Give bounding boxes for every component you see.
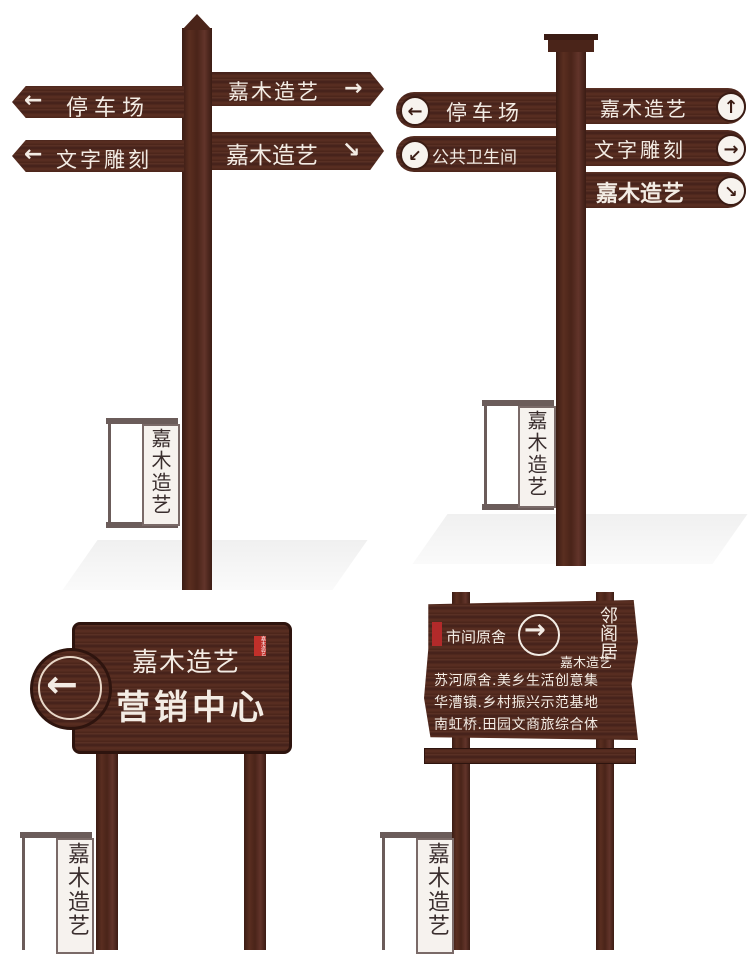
logo-text: 嘉木造艺 (524, 410, 548, 498)
logo-text: 嘉木造艺 (64, 842, 89, 938)
post-right (244, 745, 266, 950)
sign-subtitle: 嘉木造艺 (560, 656, 613, 671)
logo-text: 嘉木造艺 (424, 842, 449, 938)
arrow-left-icon: ← (46, 662, 78, 706)
post-cap (182, 14, 212, 30)
ground-shadow (62, 540, 368, 590)
sign-label-brand: 嘉木造艺 (228, 80, 320, 104)
post-left (96, 745, 118, 950)
sign-label-brand-2: 嘉木造艺 (226, 143, 318, 169)
arrow-disc (518, 614, 560, 656)
sign-label-brand-2: 嘉木造艺 (596, 181, 685, 207)
crossbar (424, 748, 636, 764)
info-line-2: 华漕镇.乡村振兴示范基地 (434, 695, 599, 711)
sign-label-parking: 停车场 (66, 96, 151, 121)
sign-label-parking: 停车场 (446, 101, 524, 125)
logo-stand: 嘉木造艺 (20, 828, 96, 954)
arrow-right-icon: → (716, 134, 746, 164)
sign-label-restroom: 公共卫生间 (432, 148, 517, 168)
logo-stand: 嘉木造艺 (106, 414, 182, 532)
post-cap (548, 38, 594, 52)
sign-right-top (212, 72, 384, 106)
logo-stand: 嘉木造艺 (380, 828, 456, 954)
post (556, 52, 586, 566)
info-line-3: 南虹桥.田园文商旅综合体 (434, 717, 599, 733)
arrow-up-icon: ↑ (716, 92, 746, 122)
logo-text: 嘉木造艺 (148, 428, 172, 516)
sign-left-top (12, 86, 184, 118)
sign-brand-line: 嘉木造艺 (132, 648, 241, 678)
sign-label-carving: 文字雕刻 (56, 148, 152, 172)
arrow-diagonal-icon: ↘ (342, 138, 361, 163)
red-seal: 嘉木造艺 (254, 636, 266, 656)
post (182, 28, 212, 590)
info-line-1: 苏河原舍.美乡生活创意集 (434, 673, 599, 689)
arrow-left-icon: ← (24, 142, 43, 167)
logo-stand: 嘉木造艺 (482, 396, 558, 514)
sign-label-brand: 嘉木造艺 (600, 97, 688, 121)
brand-logo-mark (432, 622, 442, 646)
arrow-disc-ring (38, 656, 102, 720)
arrow-left-icon: ← (24, 88, 43, 113)
vertical-title: 邻阁居 (597, 606, 618, 660)
sign-label-carving: 文字雕刻 (594, 138, 686, 162)
post-cap-top (544, 34, 598, 40)
arrow-right-icon: → (344, 76, 363, 101)
arrow-diagonal-icon: ↘ (716, 176, 746, 206)
sign-left-bottom (12, 140, 184, 172)
arrow-down-left-icon: ↙ (400, 140, 430, 170)
brand-name: 市间原舍 (446, 628, 507, 646)
arrow-left-icon: ← (400, 96, 430, 126)
sign-right-bottom (212, 132, 384, 170)
arrow-right-icon: → (524, 615, 546, 645)
sign-title-line: 营销中心 (116, 688, 268, 728)
